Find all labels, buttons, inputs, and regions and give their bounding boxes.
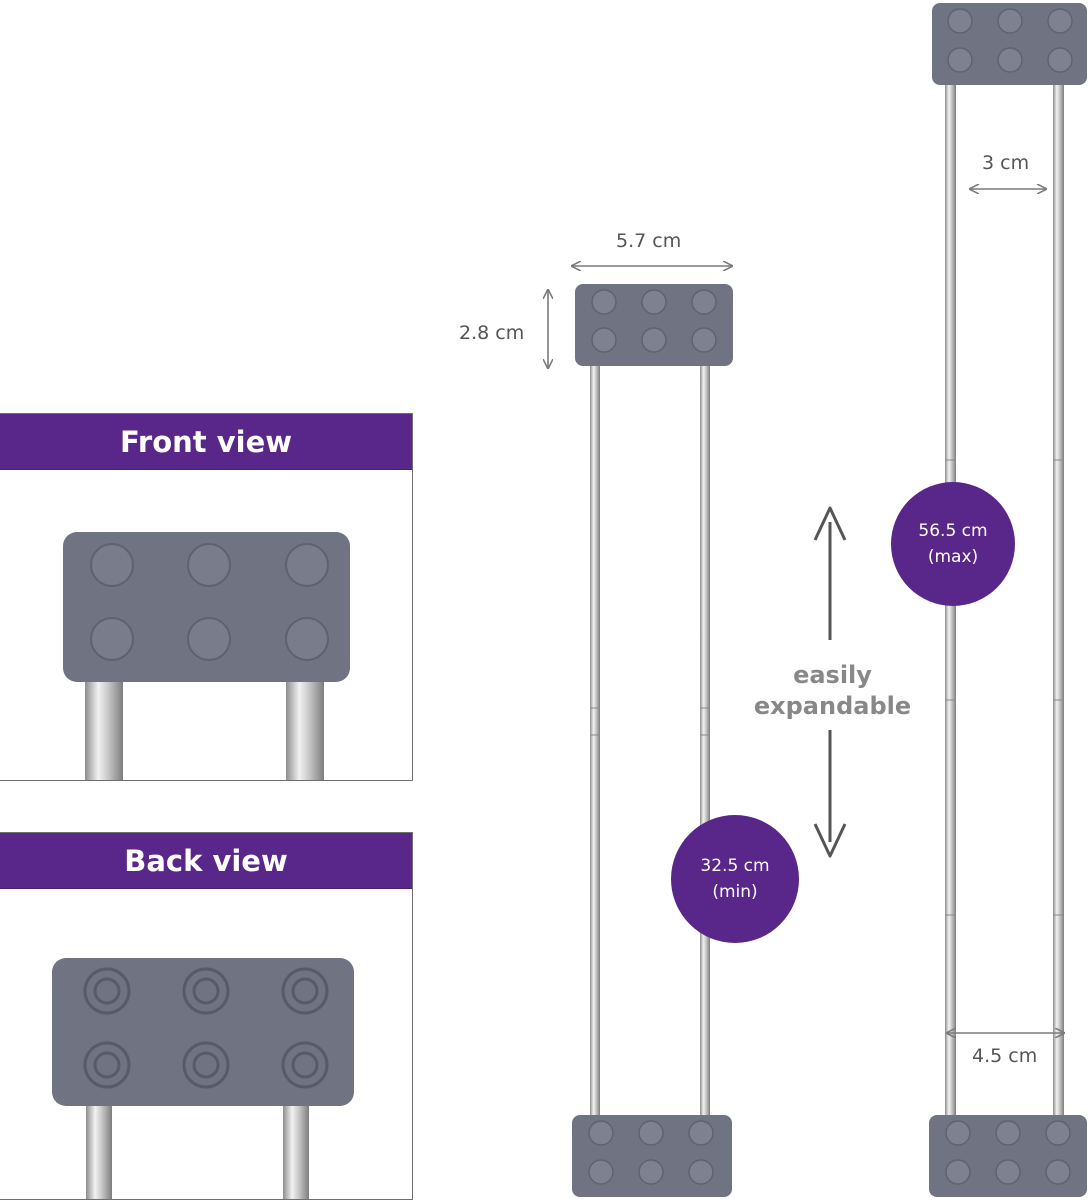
front-view-image (0, 469, 412, 780)
front-view-title: Front view (0, 414, 412, 470)
expand-line-1: easily (793, 661, 872, 689)
back-view-drawing (52, 958, 354, 1199)
block-top-min (575, 284, 733, 366)
block-bottom-min (572, 1115, 732, 1197)
outer-width-label: 4.5 cm (972, 1045, 1038, 1067)
height-label: 2.8 cm (459, 322, 525, 344)
front-view-panel: Front view (0, 413, 413, 781)
back-view-panel: Back view (0, 832, 413, 1200)
max-length-value: 56.5 cm (918, 521, 988, 541)
block-top-max (932, 3, 1087, 85)
min-length-note: (min) (712, 882, 758, 902)
rod-right (1053, 72, 1064, 1152)
max-length-badge: 56.5 cm (max) (891, 482, 1015, 606)
expand-down-arrow (813, 730, 847, 858)
front-view-drawing (63, 532, 350, 780)
holder-max (929, 3, 1087, 1197)
rod-left (945, 72, 956, 1152)
back-view-image (0, 888, 412, 1199)
min-length-value: 32.5 cm (700, 856, 770, 876)
expand-caption: easily expandable (745, 660, 920, 722)
inner-width-label: 3 cm (982, 152, 1030, 174)
block-bottom-max (929, 1115, 1087, 1197)
back-view-title: Back view (0, 833, 412, 889)
holder-min (572, 284, 733, 1197)
expand-up-arrow (813, 506, 847, 640)
expand-line-2: expandable (753, 692, 912, 720)
rod-left (590, 352, 600, 1152)
rod-right (700, 352, 710, 1152)
min-length-badge: 32.5 cm (min) (671, 815, 799, 943)
width-label: 5.7 cm (616, 230, 682, 252)
max-length-note: (max) (927, 547, 979, 567)
